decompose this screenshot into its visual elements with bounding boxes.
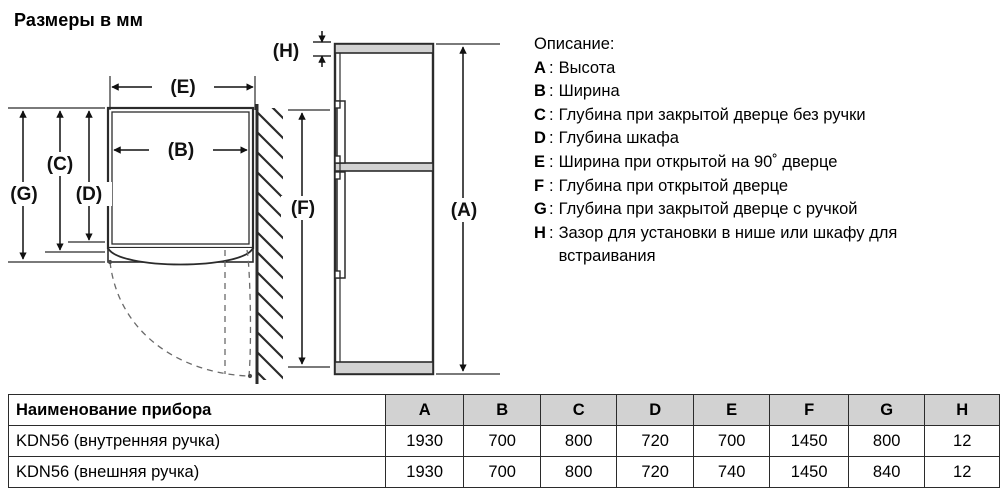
description-text-f: Глубина при открытой дверце xyxy=(558,176,789,195)
description-item-f: F : Глубина при открытой дверце xyxy=(534,175,994,199)
dimension-label-h: (H) xyxy=(273,41,299,62)
description-colon: : xyxy=(549,129,554,148)
description-item-b: B : Ширина xyxy=(534,80,994,104)
cell-f: 1450 xyxy=(769,456,849,488)
description-colon: : xyxy=(549,176,554,195)
description-key-g: G xyxy=(534,200,547,219)
column-header-d: D xyxy=(616,394,694,426)
description-item-h: H : Зазор для установки в нише или шкафу… xyxy=(534,222,994,269)
dimension-label-c: (C) xyxy=(47,154,73,175)
description-block: Описание: A : Высота B : Ширина C : Глуб… xyxy=(534,33,994,269)
description-text-b: Ширина xyxy=(558,82,620,101)
dimension-label-b: (B) xyxy=(168,140,194,161)
description-text-g: Глубина при закрытой дверце с ручкой xyxy=(558,200,858,219)
dimension-label-a: (A) xyxy=(451,200,477,221)
column-header-e: E xyxy=(692,394,771,426)
column-header-g: G xyxy=(847,394,926,426)
column-header-a: A xyxy=(384,394,465,426)
description-colon: : xyxy=(549,152,554,171)
table-row: KDN56 (внешняя ручка) 1930 700 800 720 7… xyxy=(8,456,1000,488)
cell-f: 1450 xyxy=(769,425,849,457)
description-item-g: G : Глубина при закрытой дверце с ручкой xyxy=(534,198,994,222)
cell-e: 740 xyxy=(692,456,771,488)
description-colon: : xyxy=(549,58,554,77)
description-key-b: B xyxy=(534,82,546,101)
column-header-name: Наименование прибора xyxy=(8,394,386,426)
description-item-e: E : Ширина при открытой на 90˚ дверце xyxy=(534,151,994,175)
cell-c: 800 xyxy=(539,456,618,488)
description-colon: : xyxy=(549,82,554,101)
description-key-a: A xyxy=(534,58,546,77)
dimension-label-g: (G) xyxy=(10,184,37,205)
description-item-c: C : Глубина при закрытой дверце без ручк… xyxy=(534,104,994,128)
description-key-d: D xyxy=(534,129,546,148)
description-key-h: H xyxy=(534,223,546,242)
description-key-e: E xyxy=(534,152,546,171)
description-item-a: A : Высота xyxy=(534,57,994,81)
cell-a: 1930 xyxy=(384,456,465,488)
cell-b: 700 xyxy=(463,425,541,457)
technical-drawing: (E) (B) (G) (C) (D) xyxy=(0,0,520,390)
description-key-f: F xyxy=(534,176,545,195)
cell-h: 12 xyxy=(924,456,1000,488)
cell-b: 700 xyxy=(463,456,541,488)
dimensions-table: Наименование прибора A B C D E F G H KDN… xyxy=(8,394,1000,488)
dimension-label-f: (F) xyxy=(291,198,315,219)
row-name: KDN56 (внешняя ручка) xyxy=(8,456,386,488)
column-header-h: H xyxy=(924,394,1000,426)
description-colon: : xyxy=(549,105,554,124)
description-key-c: C xyxy=(534,105,546,124)
table-row: KDN56 (внутренняя ручка) 1930 700 800 72… xyxy=(8,425,1000,457)
column-header-c: C xyxy=(539,394,618,426)
description-colon: : xyxy=(549,223,554,242)
cell-e: 700 xyxy=(692,425,771,457)
description-item-d: D : Глубина шкафа xyxy=(534,127,994,151)
cell-d: 720 xyxy=(616,456,694,488)
table-header-row: Наименование прибора A B C D E F G H xyxy=(8,394,1000,426)
cell-g: 840 xyxy=(847,456,926,488)
description-colon: : xyxy=(549,200,554,219)
dimension-label-e: (E) xyxy=(170,77,195,98)
column-header-b: B xyxy=(463,394,541,426)
cell-g: 800 xyxy=(847,425,926,457)
cell-h: 12 xyxy=(924,425,1000,457)
row-name: KDN56 (внутренняя ручка) xyxy=(8,425,386,457)
cell-d: 720 xyxy=(616,425,694,457)
description-text-h: Зазор для установки в нише или шкафу для… xyxy=(558,223,898,266)
description-heading: Описание: xyxy=(534,35,615,53)
description-text-e: Ширина при открытой на 90˚ дверце xyxy=(558,152,838,171)
description-text-d: Глубина шкафа xyxy=(558,129,679,148)
page-title: Размеры в мм xyxy=(14,10,144,30)
dimension-label-d: (D) xyxy=(76,184,102,205)
column-header-f: F xyxy=(769,394,849,426)
description-text-c: Глубина при закрытой дверце без ручки xyxy=(558,105,866,124)
description-text-a: Высота xyxy=(558,58,616,77)
cell-a: 1930 xyxy=(384,425,465,457)
cell-c: 800 xyxy=(539,425,618,457)
